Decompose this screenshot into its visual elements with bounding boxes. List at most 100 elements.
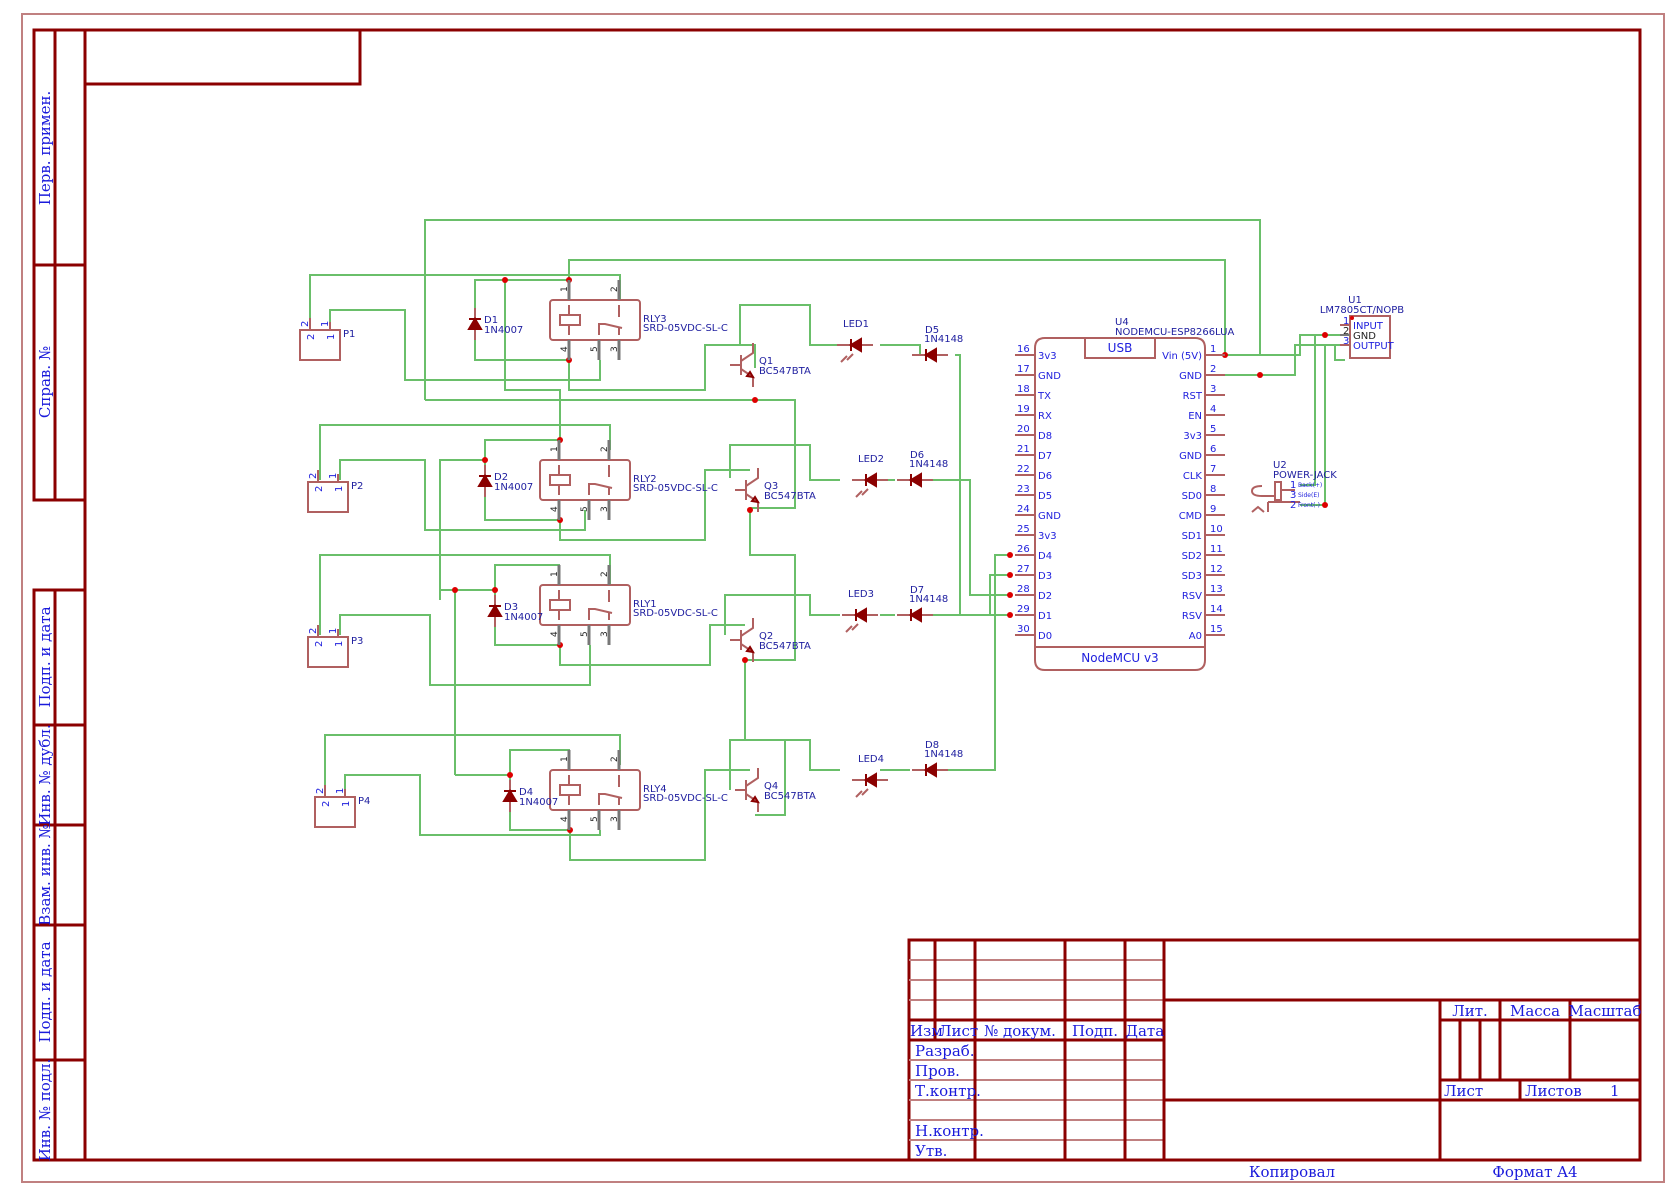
connector-pin-num: 1: [335, 788, 346, 794]
side-stamp-lower: Подп. и дата Инв. № дубл. Взам. инв. № П…: [32, 588, 87, 1162]
regulator-pin-name: INPUT: [1353, 321, 1384, 332]
side-stamp-label: Подп. и дата: [36, 941, 54, 1042]
mcu-pin-num: 8: [1210, 484, 1216, 495]
signal-diode-ref: D7: [910, 585, 924, 596]
relay-pin-num: 4: [550, 506, 560, 512]
mcu-pin-num: 22: [1017, 464, 1030, 475]
relay-pin-num: 5: [590, 816, 600, 822]
mcu-pin-num: 18: [1017, 384, 1030, 395]
mcu-pin-name: A0: [1189, 631, 1202, 642]
mcu-pin-num: 12: [1210, 564, 1223, 575]
mcu-pin-num: 13: [1210, 584, 1223, 595]
mcu-pin-num: 19: [1017, 404, 1030, 415]
regulator-ref: U1: [1348, 295, 1362, 306]
connector-pin-num: 1: [334, 641, 345, 647]
mcu-pin-name: GND: [1038, 371, 1061, 382]
mcu-pin-name: D2: [1038, 591, 1052, 602]
side-stamp-label: Справ. №: [36, 346, 54, 418]
power-jack-value: POWER-JACK: [1273, 470, 1337, 481]
mcu-pin-num: 28: [1017, 584, 1030, 595]
mcu-pin-name: SD3: [1182, 571, 1202, 582]
title-role: Утв.: [915, 1142, 947, 1160]
mcu-pin-name: D3: [1038, 571, 1052, 582]
title-role: Пров.: [915, 1062, 960, 1080]
mcu-pin-num: 17: [1017, 364, 1030, 375]
voltage-regulator: U1 LM7805CT/NOPB 1 2 3 INPUT GND OUTPUT: [1320, 295, 1404, 359]
diode-value: 1N4007: [519, 797, 558, 808]
mcu-pin-num: 27: [1017, 564, 1030, 575]
signal-diode-ref: D8: [925, 740, 939, 751]
relay-pin-num: 1: [560, 756, 570, 762]
regulator-pin-name: GND: [1353, 331, 1376, 342]
regulator-pin-name: OUTPUT: [1353, 341, 1395, 352]
connector-ref: P4: [358, 796, 370, 807]
power-jack-ref: U2: [1273, 460, 1287, 471]
connector-pin-num: 2: [315, 788, 326, 794]
relay-pin-num: 3: [610, 346, 620, 352]
regulator-pin-num: 2: [1343, 326, 1349, 337]
sheet-outer-border: [21, 13, 1665, 1183]
title-header-list: Лист: [939, 1022, 978, 1040]
led-3: LED3: [842, 589, 878, 633]
diode-value: 1N4007: [504, 612, 543, 623]
connector-pin-num: 1: [326, 334, 337, 340]
diode-ref: D3: [504, 602, 518, 613]
title-scale: Масштаб: [1569, 1002, 1642, 1020]
mcu-pin-name: CMD: [1179, 511, 1203, 522]
signal-diode-value: 1N4148: [909, 594, 948, 605]
mcu-pin-name: RSV: [1182, 611, 1202, 622]
mcu-pin-name: TX: [1037, 391, 1051, 402]
connector-pin-num: 2: [321, 801, 332, 807]
mcu-pin-num: 14: [1210, 604, 1223, 615]
mcu-pin-name: D4: [1038, 551, 1052, 562]
led-ref: LED2: [858, 454, 884, 465]
connector-pin-num: 1: [328, 628, 339, 634]
led-ref: LED4: [858, 754, 884, 765]
power-jack-pin-num: 2: [1290, 500, 1296, 511]
transistor-ref: Q2: [759, 631, 773, 642]
mcu-pin-name: GND: [1179, 371, 1202, 382]
side-stamp-label: Инв. № подл.: [36, 1059, 54, 1162]
relay-pin-num: 3: [610, 816, 620, 822]
mcu-pin-name: GND: [1179, 451, 1202, 462]
mcu-pin-num: 26: [1017, 544, 1030, 555]
transistor-value: BC547BTA: [759, 366, 811, 377]
mcu-pin-num: 2: [1210, 364, 1216, 375]
relay-pin-num: 5: [590, 346, 600, 352]
led-1: LED1: [837, 319, 873, 363]
mcu-pin-num: 11: [1210, 544, 1223, 555]
usb-label: USB: [1108, 341, 1133, 355]
connector-pin-num: 1: [328, 473, 339, 479]
connector-pin-num: 2: [314, 641, 325, 647]
mcu-pin-num: 9: [1210, 504, 1216, 515]
connector-pin-num: 2: [300, 321, 311, 327]
title-role: Т.контр.: [915, 1082, 981, 1100]
connector-pin-num: 1: [341, 801, 352, 807]
power-jack-pin-name: Back(+): [1298, 482, 1322, 489]
transistor-value: BC547BTA: [764, 491, 816, 502]
mcu-footer: NodeMCU v3: [1081, 651, 1158, 665]
title-sheet: Лист: [1444, 1082, 1483, 1100]
mcu-pin-name: D1: [1038, 611, 1052, 622]
relay-pin-num: 1: [550, 571, 560, 577]
